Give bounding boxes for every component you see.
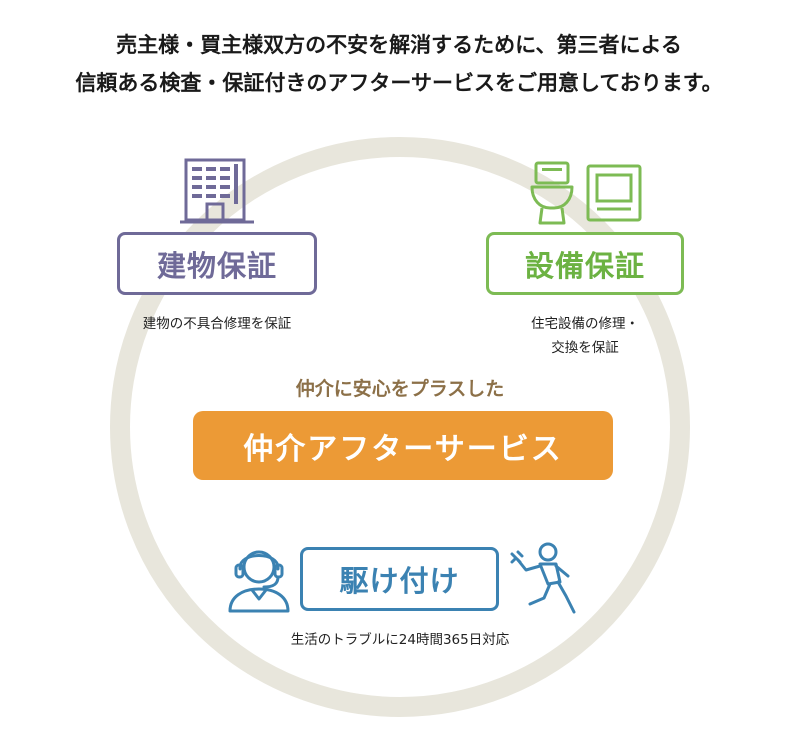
rush-service-label: 駆け付け [339,564,460,598]
intro-line-1: 売主様・買主様双方の不安を解消するために、第三者による [116,33,682,57]
equipment-description-line-2: 交換を保証 [551,340,619,356]
equipment-guarantee-badge: 設備保証 [486,232,684,295]
equipment-guarantee-label: 設備保証 [524,248,645,283]
repair-worker-icon [510,542,576,614]
appliance-icon [586,164,642,222]
building-guarantee-description: 建物の不具合修理を保証 [142,316,292,332]
building-guarantee-badge: 建物保証 [117,232,317,295]
intro-line-2: 信頼ある検査・保証付きのアフターサービスをご用意しております。 [75,71,723,95]
rush-service-badge: 駆け付け [300,547,499,611]
after-service-label: 仲介アフターサービス [243,431,563,467]
building-guarantee-label: 建物保証 [156,248,277,283]
after-service-badge: 仲介アフターサービス [193,411,613,480]
operator-headset-icon [228,550,290,613]
center-tagline: 仲介に安心をプラスした [295,378,505,400]
rush-service-description: 生活のトラブルに24時間365日対応 [290,632,510,648]
building-icon [180,158,254,224]
equipment-description-line-1: 住宅設備の修理・ [531,316,639,332]
equipment-guarantee-description: 住宅設備の修理・ 交換を保証 [480,312,690,360]
intro-text: 売主様・買主様双方の不安を解消するために、第三者による 信頼ある検査・保証付きの… [0,26,798,102]
toilet-icon [530,161,574,225]
